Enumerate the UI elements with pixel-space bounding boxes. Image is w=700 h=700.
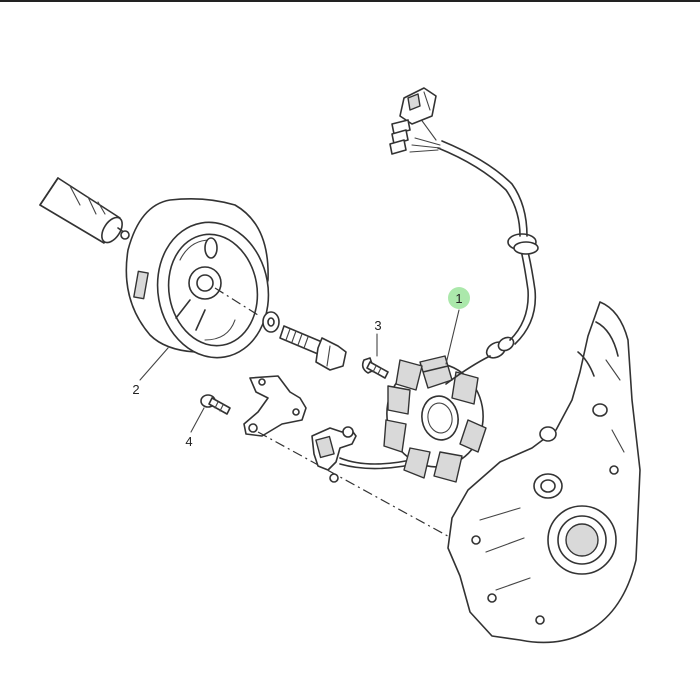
callout-leaders (139, 309, 460, 433)
screw-3 (361, 357, 389, 379)
top-border (0, 0, 700, 2)
wire-harness (409, 117, 539, 385)
stator-coil (383, 336, 515, 483)
bullet-connectors (389, 119, 411, 155)
pickup-coil (311, 426, 357, 483)
callout-2: 2 (132, 382, 139, 397)
callout-1-highlight (448, 287, 470, 309)
holder-plate (243, 375, 307, 437)
flywheel-bolt (279, 325, 347, 371)
callout-3: 3 (374, 318, 381, 333)
assembly-axis (214, 287, 259, 316)
flywheel-rotor (125, 197, 270, 359)
callout-4: 4 (185, 434, 192, 449)
crankcase (447, 301, 641, 644)
mount-axis (257, 431, 456, 541)
screw-4 (200, 394, 231, 415)
callout-1: 1 (455, 291, 462, 306)
connector-block (399, 87, 437, 125)
washer (262, 311, 280, 333)
crankshaft-end (39, 177, 130, 244)
